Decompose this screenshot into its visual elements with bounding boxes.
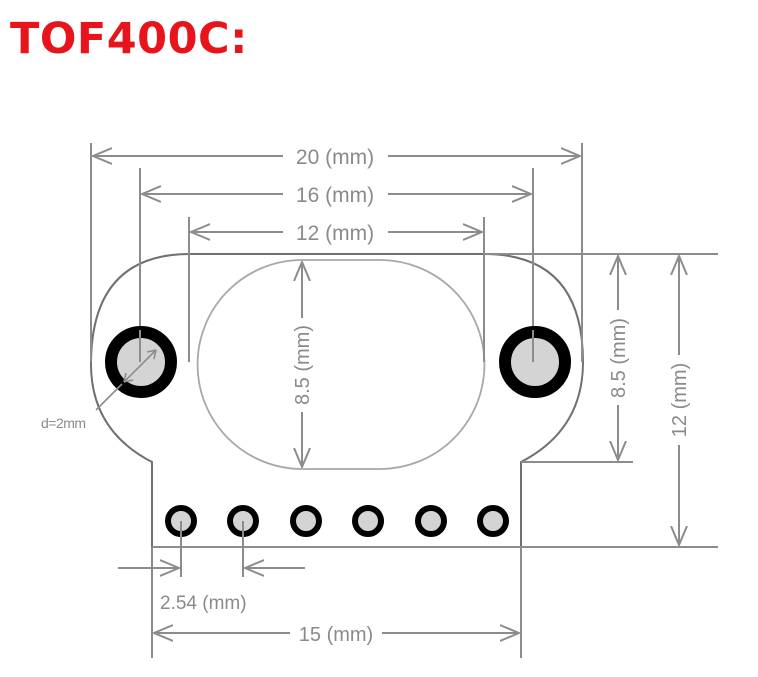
dim-side-height: 8.5 (mm): [608, 318, 630, 398]
dim-header-width: 15 (mm): [299, 624, 373, 646]
dim-window-height: 8.5 (mm): [292, 325, 314, 405]
pin-4: [352, 505, 384, 537]
page-title: TOF400C:: [10, 14, 248, 64]
dim-pin-pitch: 2.54 (mm): [160, 593, 247, 614]
dim-overall-height: 12 (mm): [669, 363, 691, 437]
dim-hole-diameter: d=2mm: [41, 415, 86, 431]
sensor-window: [196, 259, 486, 470]
pin-3: [290, 505, 322, 537]
board-outline: [89, 253, 585, 547]
dim-window-width: 12 (mm): [296, 222, 374, 245]
dim-overall-width: 20 (mm): [296, 146, 374, 169]
mount-hole-right: [499, 326, 571, 398]
dim-mount-hole-spacing: 16 (mm): [296, 184, 374, 207]
header-pins: [165, 505, 509, 537]
pin-6: [477, 505, 509, 537]
pin-5: [415, 505, 447, 537]
